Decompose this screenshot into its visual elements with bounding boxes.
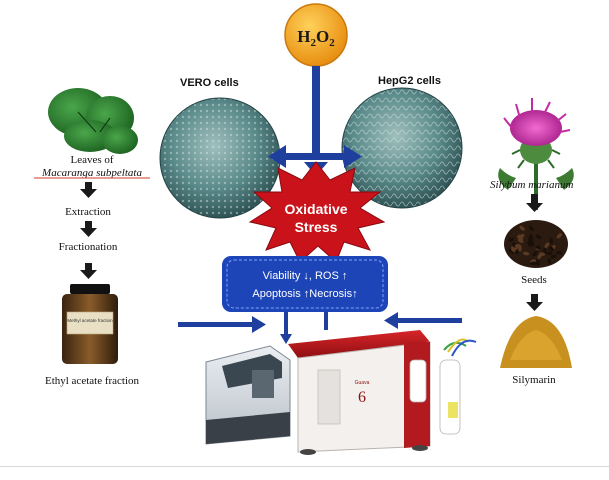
leaves-label-line1: Leaves of <box>70 154 113 166</box>
jar-label-text: Methyl acetate fraction <box>67 318 113 323</box>
seed-mark <box>548 246 555 252</box>
silybum-flower-image <box>498 98 574 210</box>
assay-box <box>222 256 388 312</box>
seeds-image <box>504 220 568 268</box>
right-down-arrow-2 <box>526 294 543 311</box>
step-extraction: Extraction <box>65 206 111 218</box>
seed-mark <box>528 236 533 244</box>
seed-mark <box>527 241 533 247</box>
left-down-arrow-2 <box>80 221 97 237</box>
seeds-label: Seeds <box>521 274 547 286</box>
seed-mark <box>546 251 553 256</box>
ethyl-acetate-jar-image <box>62 284 118 364</box>
oxidative-stress-burst <box>248 161 386 263</box>
right-down-arrow-1 <box>526 194 543 212</box>
seed-mark <box>508 237 515 242</box>
silybum-label: Silybum marianum <box>490 179 573 191</box>
step-fractionation: Fractionation <box>59 241 118 253</box>
seed-mark <box>544 242 550 248</box>
h2o2-h: H <box>297 27 310 46</box>
h2o2-sub2: 2 <box>329 37 335 49</box>
seed-mark <box>547 258 552 265</box>
plate-reader-image <box>205 345 291 445</box>
h2o2-stem-arrow <box>312 66 320 158</box>
flow-cytometer-image <box>288 330 477 455</box>
macaranga-leaves-image <box>48 88 138 154</box>
left-input-arrow <box>178 316 266 333</box>
ethyl-acetate-label: Ethyl acetate fraction <box>45 375 140 387</box>
left-down-arrow-3 <box>80 263 97 279</box>
svg-text:H2O2: H2O2 <box>297 27 335 49</box>
vero-cell-image <box>159 97 281 219</box>
seed-mark <box>550 254 557 259</box>
silymarin-powder-image <box>500 316 572 368</box>
seed-mark <box>516 235 524 240</box>
bottom-divider <box>0 466 609 467</box>
h2o2-node: H2O2 <box>284 3 348 67</box>
vero-cells-label: VERO cells <box>180 77 239 89</box>
seed-mark <box>556 233 562 239</box>
stress-title-line1: Oxidative <box>284 201 347 217</box>
assay-line2: Apoptosis ↑Necrosis↑ <box>252 288 357 300</box>
guava-brand-text: Guava <box>355 380 370 386</box>
seed-mark <box>556 250 563 255</box>
seed-mark <box>529 261 537 266</box>
seed-mark <box>542 247 547 255</box>
seed-mark <box>532 251 538 257</box>
hepg2-cells-label: HepG2 cells <box>378 75 441 87</box>
leaves-label-line2: Macaranga subpeltata <box>41 167 142 179</box>
seed-mark <box>510 246 516 253</box>
assay-line1: Viability ↓, ROS ↑ <box>263 270 348 282</box>
seed-mark <box>536 259 540 266</box>
seed-mark <box>517 238 524 243</box>
seed-mark <box>549 237 554 244</box>
silymarin-label: Silymarin <box>512 374 556 386</box>
assay-down-arrows <box>280 312 328 344</box>
seed-mark <box>522 251 530 256</box>
guava-model-text: 6 <box>358 389 366 406</box>
hepg2-cell-image <box>341 87 463 209</box>
seed-mark <box>519 225 525 231</box>
seed-mark <box>518 245 522 252</box>
seed-mark <box>535 245 542 250</box>
h2o2-o: O <box>316 27 329 46</box>
seed-mark <box>528 225 534 232</box>
h2o2-sub1: 2 <box>311 37 317 49</box>
seed-mark <box>535 234 542 240</box>
left-down-arrow-1 <box>80 182 97 198</box>
stress-title-line2: Stress <box>295 219 338 235</box>
seed-mark <box>538 252 546 257</box>
right-input-arrow <box>384 312 462 329</box>
